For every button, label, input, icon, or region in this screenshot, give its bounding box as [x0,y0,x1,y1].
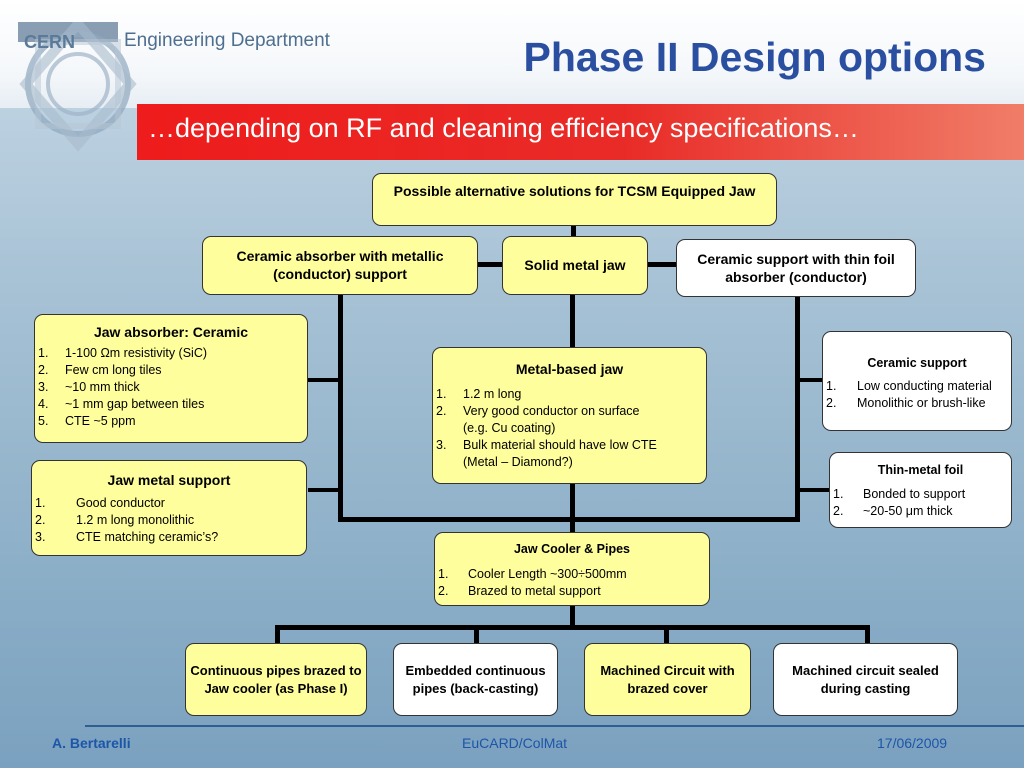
list-item: 1.Bonded to support [833,487,966,501]
connector [570,295,575,350]
subtitle-bar [137,104,1024,160]
option-ceramic-absorber-box: Ceramic absorber with metallic (conducto… [202,236,478,295]
connector [800,488,832,492]
list-item: 2.1.2 m long monolithic [35,513,195,527]
jaw-metal-support-box: Jaw metal support 1.Good conductor 2.1.2… [31,460,307,556]
list-item: 3.~10 mm thick [38,380,140,394]
cooling-option-label: Machined circuit sealed during casting [792,663,939,696]
list-item: 2.Brazed to metal support [438,584,601,598]
list-item-note: (e.g. Cu coating) [463,421,556,435]
metal-based-jaw-box: Metal-based jaw 1.1.2 m long 2.Very good… [432,347,707,484]
ceramic-support-title: Ceramic support [867,356,967,370]
list-item: 4.~1 mm gap between tiles [38,397,205,411]
connector [275,625,870,630]
footer-date: 17/06/2009 [877,735,948,751]
connector [338,517,800,522]
metal-based-jaw-title: Metal-based jaw [515,361,624,377]
list-item-note: (Metal – Diamond?) [463,455,573,469]
list-item: 1.Low conducting material [826,379,992,393]
cooling-option-label: Continuous pipes brazed to Jaw cooler (a… [190,663,362,696]
footer-project: EuCARD/ColMat [462,735,568,751]
connector [570,484,575,534]
cooling-option-box: Continuous pipes brazed to Jaw cooler (a… [185,643,367,716]
list-item: 2.Few cm long tiles [38,363,162,377]
connector [865,625,870,645]
option-ceramic-support-label: Ceramic support with thin foil absorber … [697,251,895,285]
jaw-cooler-title: Jaw Cooler & Pipes [513,542,630,556]
department-label: Engineering Department [124,30,330,51]
connector [571,225,576,237]
thin-metal-foil-box: Thin-metal foil 1.Bonded to support 2.~2… [829,452,1012,528]
connector [478,262,503,267]
connector [308,378,338,382]
jaw-absorber-box: Jaw absorber: Ceramic 1.1-100 Ωm resisti… [34,314,308,443]
connector [570,605,575,627]
cern-wordmark: CERN [24,32,76,52]
footer-author: A. Bertarelli [52,735,131,751]
list-item: 1.1.2 m long [436,387,522,401]
subtitle-text: …depending on RF and cleaning efficiency… [148,113,859,143]
footer-divider [85,725,1024,727]
thin-metal-foil-title: Thin-metal foil [877,463,964,477]
list-item: 1.1-100 Ωm resistivity (SiC) [38,346,208,360]
list-item: 2.Monolithic or brush-like [826,396,986,410]
connector [474,625,479,645]
list-item: 1.Cooler Length ~300÷500mm [438,567,627,581]
page-title: Phase II Design options [523,34,986,80]
connector [800,378,825,382]
cooling-option-label: Embedded continuous pipes (back-casting) [405,663,546,696]
ceramic-support-box: Ceramic support 1.Low conducting materia… [822,331,1012,431]
list-item: 3.CTE matching ceramic’s? [35,530,219,544]
list-item: 2.~20-50 μm thick [833,504,953,518]
connector [664,625,669,645]
root-label: Possible alternative solutions for TCSM … [393,183,756,199]
jaw-cooler-box: Jaw Cooler & Pipes 1.Cooler Length ~300÷… [434,532,710,606]
option-solid-metal-box: Solid metal jaw [502,236,648,295]
connector [795,297,800,520]
option-solid-metal-label: Solid metal jaw [524,257,626,273]
cooling-option-label: Machined Circuit with brazed cover [600,663,735,696]
cern-logo-icon [18,22,137,152]
cooling-option-box: Machined circuit sealed during casting [773,643,958,716]
jaw-absorber-title: Jaw absorber: Ceramic [93,324,249,340]
list-item: 5.CTE ~5 ppm [38,414,136,428]
option-ceramic-support-box: Ceramic support with thin foil absorber … [676,239,916,297]
header-band [0,0,1024,108]
option-ceramic-absorber-label: Ceramic absorber with metallic (conducto… [236,248,444,282]
connector [338,295,343,520]
list-item: 3.Bulk material should have low CTE [436,438,657,452]
jaw-metal-support-title: Jaw metal support [107,472,231,488]
connector [275,625,280,645]
list-item: 1.Good conductor [35,496,165,510]
cooling-option-box: Embedded continuous pipes (back-casting) [393,643,558,716]
cooling-option-box: Machined Circuit with brazed cover [584,643,751,716]
root-box: Possible alternative solutions for TCSM … [372,173,777,226]
connector [308,488,338,492]
connector [647,262,677,267]
list-item: 2.Very good conductor on surface [436,404,640,418]
